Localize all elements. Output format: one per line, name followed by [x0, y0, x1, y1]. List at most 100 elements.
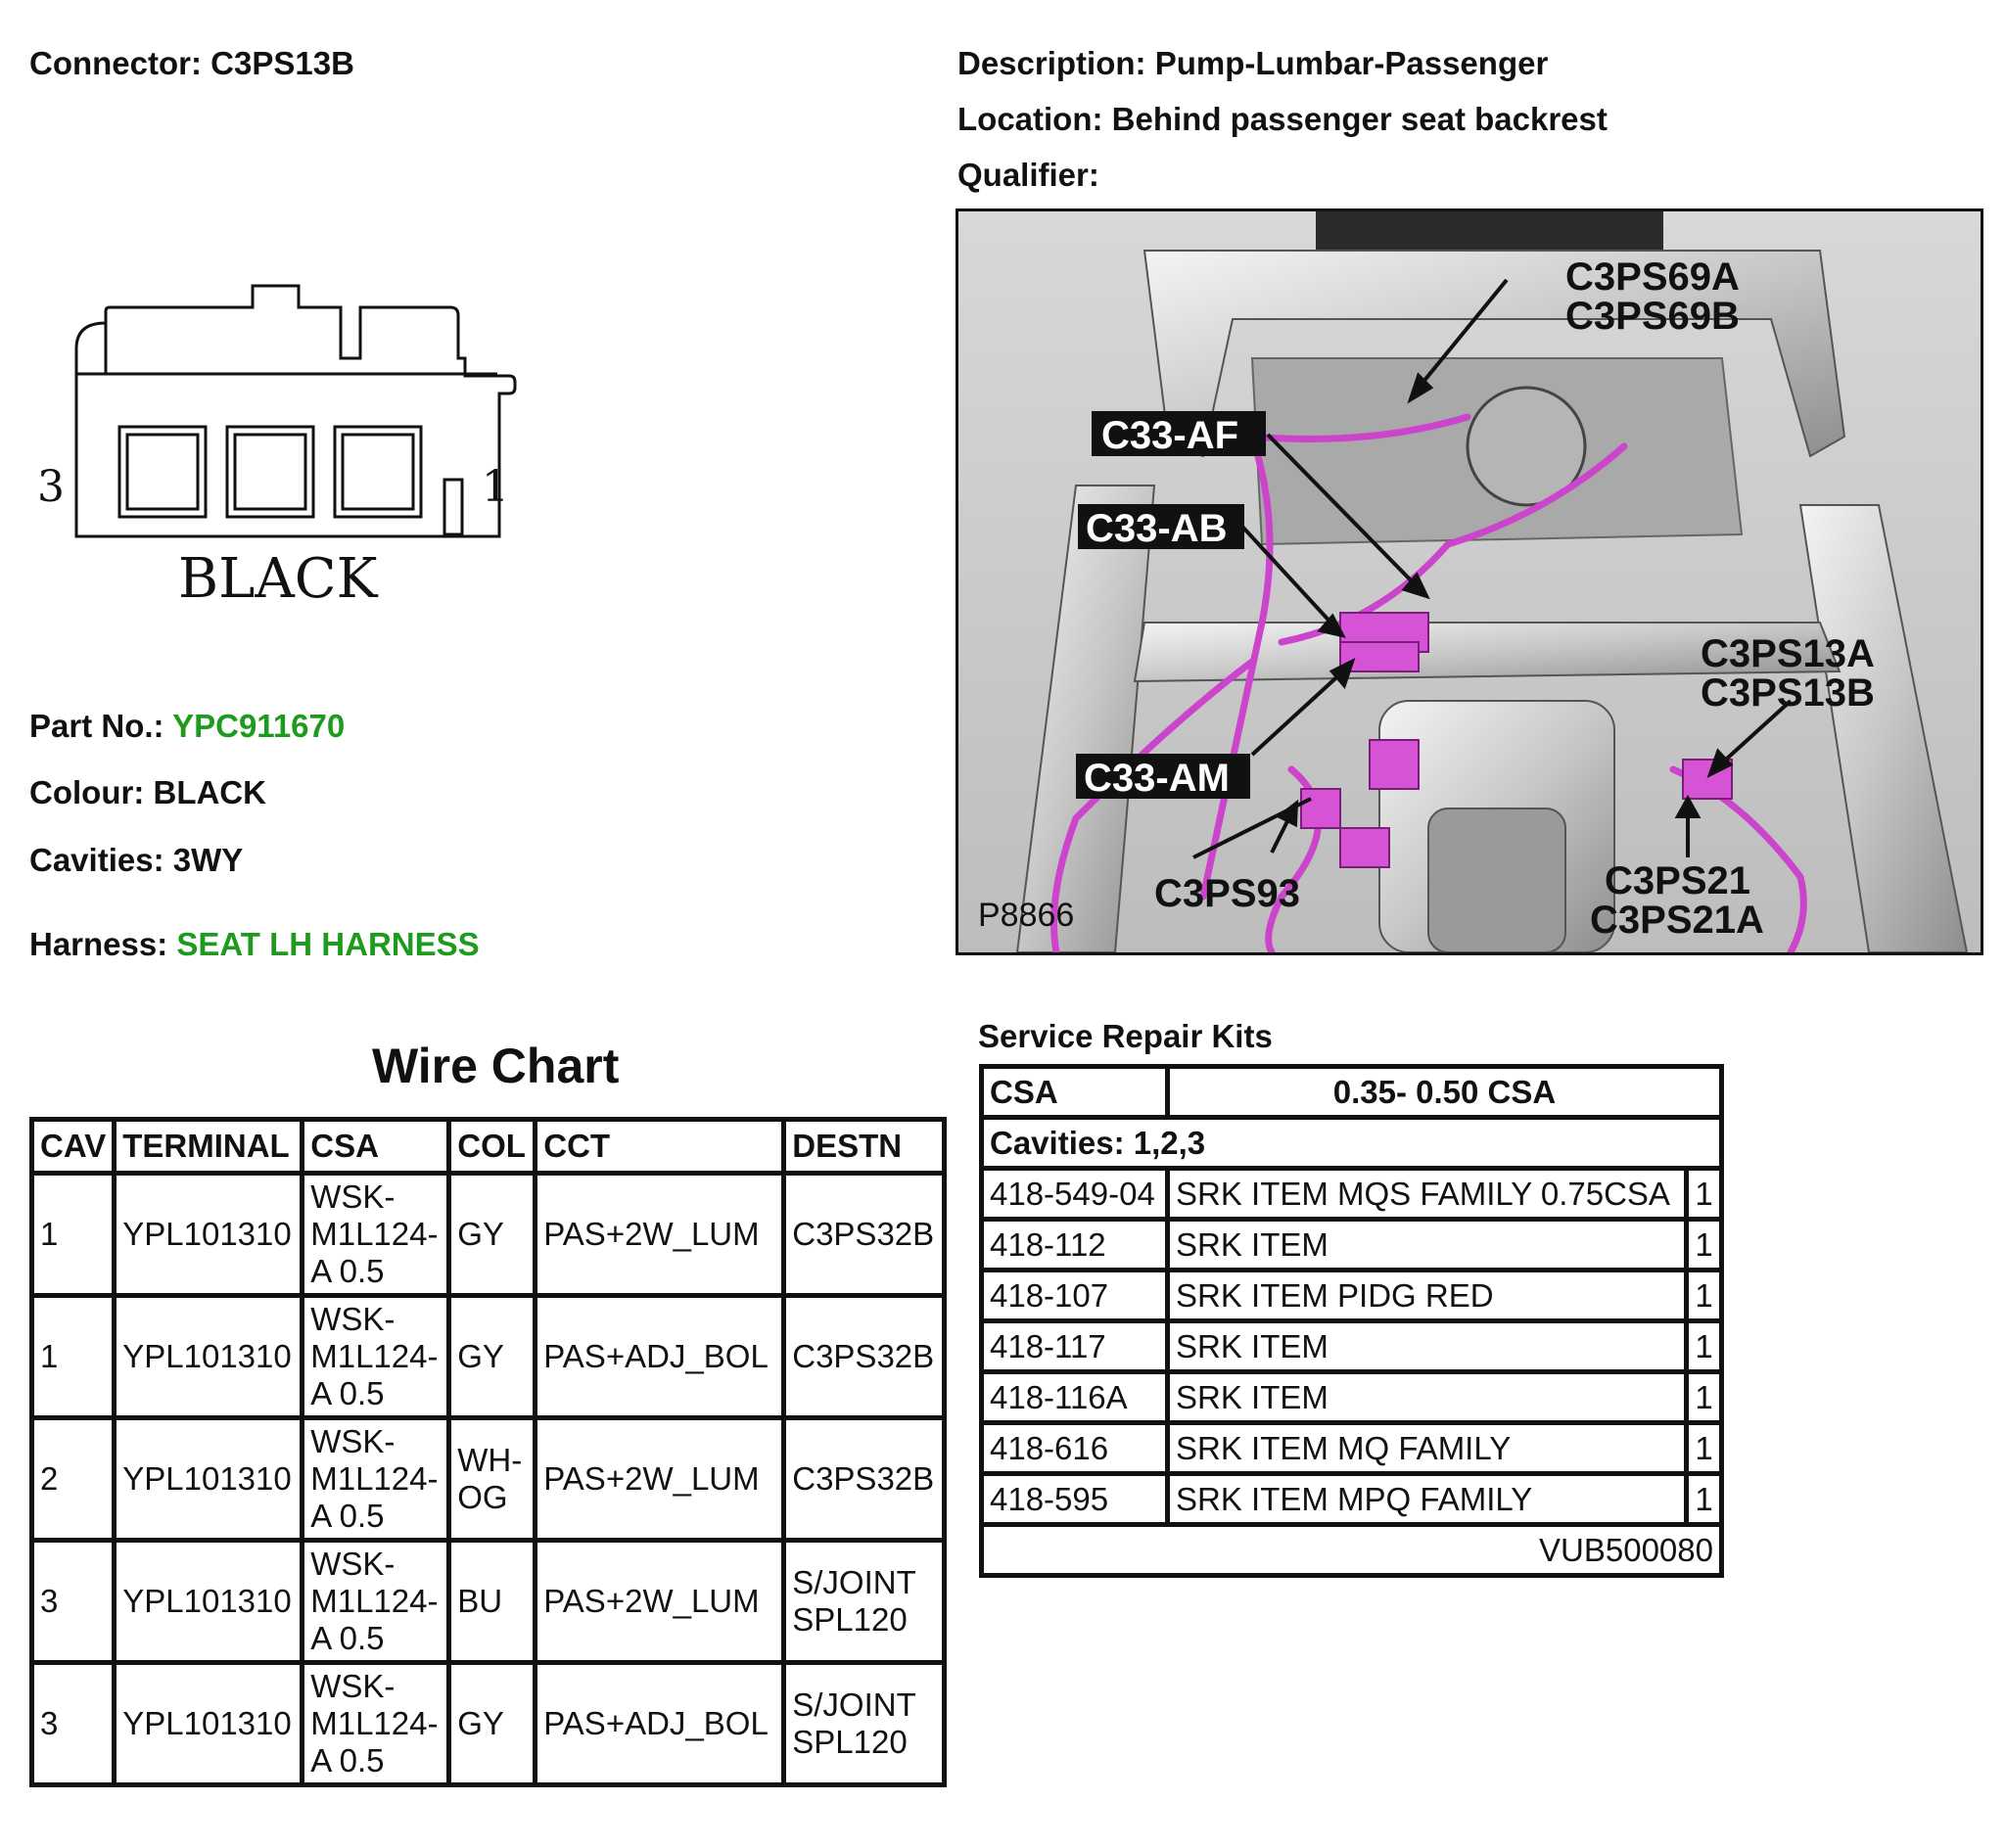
- label-c3ps21: C3PS21: [1605, 859, 1750, 902]
- header-csa: CSA: [300, 1117, 452, 1176]
- description-value: Pump-Lumbar-Passenger: [1154, 45, 1549, 81]
- srk-part: 418-549-04: [979, 1166, 1170, 1222]
- header-destn: DESTN: [781, 1117, 948, 1176]
- wire-chart-header-row: CAV TERMINAL CSA COL CCT DESTN: [28, 1117, 948, 1176]
- cell-cct: PAS+2W_LUM: [533, 1415, 787, 1543]
- srk-part: 418-107: [979, 1268, 1170, 1323]
- srk-qty: 1: [1684, 1166, 1724, 1222]
- cell-cav: 1: [28, 1171, 117, 1298]
- srk-reference-row: VUB500080: [979, 1522, 1724, 1578]
- srk-qty: 1: [1684, 1471, 1724, 1527]
- cell-cct: PAS+ADJ_BOL: [533, 1660, 787, 1787]
- colour-line: Colour: BLACK: [29, 774, 266, 811]
- cell-cav: 3: [28, 1660, 117, 1787]
- srk-desc: SRK ITEM: [1165, 1318, 1689, 1374]
- srk-desc: SRK ITEM PIDG RED: [1165, 1268, 1689, 1323]
- connector-value: C3PS13B: [210, 45, 354, 81]
- header-terminal: TERMINAL: [112, 1117, 305, 1176]
- part-number-label: Part No.:: [29, 708, 164, 744]
- srk-cavities-row: Cavities: 1,2,3: [979, 1115, 1724, 1171]
- srk-qty: 1: [1684, 1369, 1724, 1425]
- location-photo-illustration: C3PS69A C3PS69B C33-AF C33-AB C33-AM C3P…: [958, 211, 1981, 952]
- cell-csa: WSK- M1L124- A 0.5: [300, 1415, 452, 1543]
- label-c3ps21a: C3PS21A: [1590, 899, 1764, 942]
- cell-terminal: YPL101310: [112, 1171, 305, 1298]
- cell-csa: WSK- M1L124- A 0.5: [300, 1660, 452, 1787]
- cell-col: BU: [446, 1538, 538, 1665]
- label-c3ps13a: C3PS13A: [1701, 632, 1875, 675]
- cell-csa: WSK- M1L124- A 0.5: [300, 1293, 452, 1420]
- srk-part: 418-595: [979, 1471, 1170, 1527]
- label-c3ps69a: C3PS69A: [1565, 255, 1740, 299]
- cavity-number-left: 3: [37, 462, 65, 512]
- cell-cct: PAS+2W_LUM: [533, 1171, 787, 1298]
- harness-link[interactable]: SEAT LH HARNESS: [176, 926, 480, 962]
- srk-qty: 1: [1684, 1217, 1724, 1272]
- wire-chart-title: Wire Chart: [372, 1039, 620, 1093]
- cavities-line: Cavities: 3WY: [29, 842, 243, 879]
- cell-terminal: YPL101310: [112, 1660, 305, 1787]
- srk-desc: SRK ITEM: [1165, 1217, 1689, 1272]
- harness-line: Harness: SEAT LH HARNESS: [29, 926, 480, 963]
- srk-qty: 1: [1684, 1268, 1724, 1323]
- part-number-line: Part No.: YPC911670: [29, 708, 345, 745]
- srk-cavities: Cavities: 1,2,3: [979, 1115, 1724, 1171]
- cavities-value: 3WY: [172, 842, 244, 878]
- cell-col: GY: [446, 1660, 538, 1787]
- label-c3ps69b: C3PS69B: [1565, 295, 1740, 338]
- cell-cav: 1: [28, 1293, 117, 1420]
- harness-label: Harness:: [29, 926, 168, 962]
- label-c33-ab: C33-AB: [1086, 507, 1227, 550]
- location-label: Location:: [957, 101, 1103, 137]
- service-repair-kits-table: CSA 0.35- 0.50 CSA Cavities: 1,2,3 418-5…: [979, 1064, 1724, 1578]
- header-cav: CAV: [28, 1117, 117, 1176]
- srk-desc: SRK ITEM MQS FAMILY 0.75CSA: [1165, 1166, 1689, 1222]
- srk-desc: SRK ITEM MQ FAMILY: [1165, 1420, 1689, 1476]
- srk-part: 418-116A: [979, 1369, 1170, 1425]
- header-col: COL: [446, 1117, 538, 1176]
- colour-value: BLACK: [153, 774, 266, 810]
- cavity-number-right: 1: [482, 462, 509, 512]
- srk-desc: SRK ITEM: [1165, 1369, 1689, 1425]
- srk-qty: 1: [1684, 1318, 1724, 1374]
- description-label: Description:: [957, 45, 1146, 81]
- qualifier-label: Qualifier:: [957, 157, 1099, 193]
- cell-cct: PAS+2W_LUM: [533, 1538, 787, 1665]
- label-c3ps93: C3PS93: [1154, 872, 1300, 915]
- cell-terminal: YPL101310: [112, 1293, 305, 1420]
- srk-part: 418-117: [979, 1318, 1170, 1374]
- srk-reference: VUB500080: [979, 1522, 1724, 1578]
- part-number-link[interactable]: YPC911670: [172, 708, 346, 744]
- label-c33-af: C33-AF: [1101, 414, 1238, 457]
- cell-col: GY: [446, 1293, 538, 1420]
- label-c3ps13b: C3PS13B: [1701, 671, 1875, 715]
- cell-cav: 2: [28, 1415, 117, 1543]
- cell-col: WH- OG: [446, 1415, 538, 1543]
- header-cct: CCT: [533, 1117, 787, 1176]
- service-repair-kits-title: Service Repair Kits: [978, 1018, 1273, 1054]
- srk-csa-row: CSA 0.35- 0.50 CSA: [979, 1064, 1724, 1120]
- cell-terminal: YPL101310: [112, 1538, 305, 1665]
- cell-csa: WSK- M1L124- A 0.5: [300, 1538, 452, 1665]
- srk-desc: SRK ITEM MPQ FAMILY: [1165, 1471, 1689, 1527]
- cell-destn: C3PS32B: [781, 1171, 948, 1298]
- label-c33-am: C33-AM: [1084, 757, 1230, 800]
- connector-color-text: BLACK: [178, 547, 379, 611]
- srk-csa-value: 0.35- 0.50 CSA: [1165, 1064, 1724, 1120]
- cell-destn: S/JOINT SPL120: [781, 1660, 948, 1787]
- location-line: Location: Behind passenger seat backrest: [957, 101, 1608, 138]
- cell-terminal: YPL101310: [112, 1415, 305, 1543]
- connector-face-drawing: 3 1 BLACK: [37, 284, 517, 611]
